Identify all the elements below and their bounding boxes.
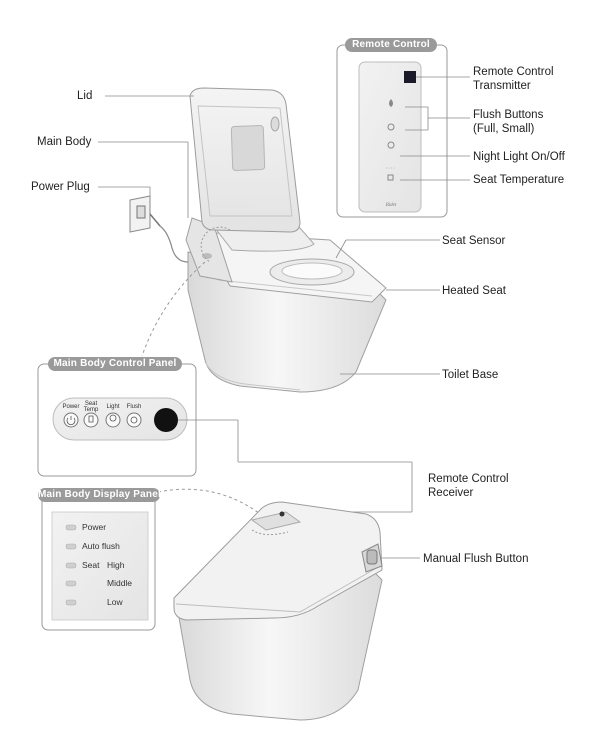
svg-text:Bidet: Bidet: [386, 203, 397, 208]
display-panel-box: [38, 488, 269, 631]
seat-temp-button-icon: [83, 412, 99, 428]
display-power-label: Power: [82, 522, 107, 532]
flush-button-label: Flush: [126, 404, 142, 410]
seat-temp-icon: [387, 174, 394, 181]
control-panel-title: Main Body Control Panel: [53, 358, 177, 369]
transmitter-label-line1: Remote Control: [473, 66, 554, 78]
seat-temperature-label: Seat Temperature: [473, 174, 565, 186]
display-high-label: High: [107, 560, 125, 570]
main-body-label: Main Body: [37, 136, 92, 148]
display-panel-title: Main Body Display Panel: [38, 489, 161, 500]
seat-temp-button-label: Seat Temp: [83, 401, 99, 413]
transmitter-icon: [404, 71, 416, 83]
heated-seat-label: Heated Seat: [442, 285, 506, 297]
manual-flush-label: Manual Flush Button: [423, 553, 529, 565]
control-panel-box: [37, 357, 413, 513]
display-middle-label: Middle: [107, 578, 133, 588]
flush-button-icon: [126, 412, 142, 428]
night-light-label: Night Light On/Off: [473, 151, 565, 163]
receiver-label-line2: Receiver: [428, 487, 474, 499]
night-light-icon: [387, 141, 395, 149]
flush-buttons-label-line2: (Full, Small): [473, 123, 535, 135]
small-flush-icon: [387, 123, 395, 131]
light-button-label: Light: [106, 404, 120, 410]
transmitter-label-line2: Transmitter: [473, 80, 531, 92]
remote-panel-title: Remote Control: [352, 39, 430, 50]
display-auto-flush-label: Auto flush: [82, 541, 120, 551]
toilet-open-illustration: [98, 87, 440, 393]
receiver-label-line1: Remote Control: [428, 473, 509, 485]
flush-buttons-label-line1: Flush Buttons: [473, 109, 544, 121]
remote-receiver-icon: [154, 408, 178, 432]
power-plug-label: Power Plug: [31, 181, 90, 193]
full-flush-icon: [389, 99, 393, 107]
remote-control-box: Bidet: [336, 38, 470, 218]
display-low-label: Low: [107, 597, 123, 607]
toilet-base-label: Toilet Base: [442, 369, 499, 381]
toilet-closed-illustration: [173, 501, 420, 721]
light-button-icon: [105, 412, 121, 428]
seat-sensor-label: Seat Sensor: [442, 235, 506, 247]
lid-label: Lid: [77, 90, 93, 102]
display-seat-label: Seat: [82, 560, 100, 570]
power-button-label: Power: [62, 404, 80, 410]
